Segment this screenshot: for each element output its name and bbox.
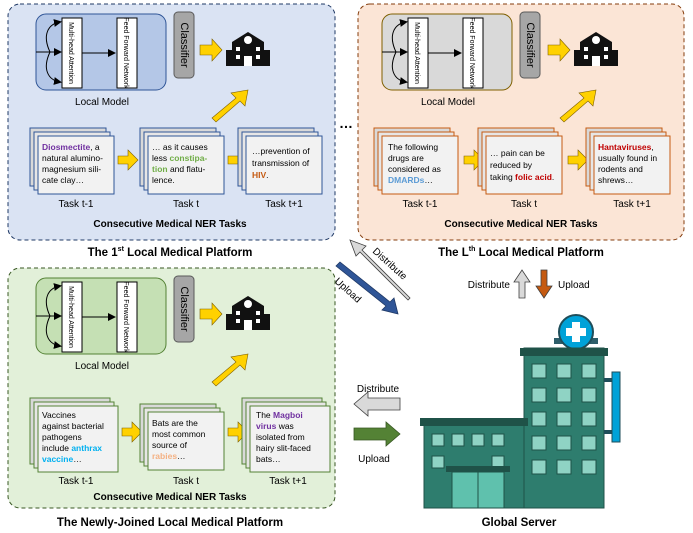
- global-server-icon: [420, 314, 621, 509]
- task-card-front: [245, 135, 323, 195]
- distribute-label: Distribute: [357, 384, 400, 395]
- task-stack-1: Vaccines against bacterial pathogens inc…: [29, 397, 119, 487]
- tasks-caption: Consecutive Medical NER Tasks: [444, 219, 598, 230]
- upload-arrow-diagonal: [335, 261, 399, 315]
- global-server-title: Global Server: [482, 517, 557, 529]
- task-text: … as it causes less constipa- tion and f…: [152, 142, 210, 185]
- arrow-up-to-hospital: [559, 89, 597, 123]
- classifier-label: Classifier: [178, 286, 190, 332]
- task-label: Task t+1: [613, 199, 651, 210]
- task-text: … pain can be reduced by taking folic ac…: [490, 148, 554, 182]
- task-label: Task t-1: [58, 476, 93, 487]
- arrow-up-to-hospital: [211, 353, 249, 387]
- classifier-label: Classifier: [178, 22, 190, 68]
- task-text: Vaccines against bacterial pathogens inc…: [42, 410, 106, 464]
- task-card-front: [485, 135, 563, 195]
- task-stack-2: Bats are the most common source of rabie…: [139, 403, 225, 487]
- classifier-box: [519, 11, 541, 79]
- task-stack-3: …prevention of transmission of HIV. Task…: [237, 127, 323, 210]
- arrow-to-hospital: [199, 302, 223, 326]
- distribute-label: Distribute: [468, 280, 511, 291]
- task-label: Task t-1: [58, 199, 93, 210]
- task-text: Bats are the most common source of rabie…: [152, 418, 208, 461]
- arrow-to-hospital: [547, 38, 571, 62]
- platform-L: Multi-head Attention Feed Forward Networ…: [357, 3, 685, 241]
- upload-label: Upload: [358, 454, 390, 465]
- task-label: Task t: [511, 199, 537, 210]
- ffn-label: Feed Forward Network: [122, 17, 129, 89]
- attention-label: Multi-head Attention: [413, 22, 420, 84]
- ffn-box: [116, 281, 138, 353]
- ffn-box: [462, 17, 484, 89]
- task-label: Task t+1: [269, 476, 307, 487]
- platform-1: Multi-head Attention Feed Forward Networ…: [7, 3, 336, 241]
- task-card-front: [381, 135, 459, 195]
- task-label: Task t-1: [402, 199, 437, 210]
- attention-label: Multi-head Attention: [67, 22, 74, 84]
- arrow-up-to-hospital: [211, 89, 249, 123]
- distribute-arrow-diagonal: [349, 239, 411, 301]
- local-model-label: Local Model: [75, 361, 129, 372]
- diagonal-arrows: Distribute Upload: [332, 239, 411, 315]
- upload-arrow-down: [535, 269, 553, 299]
- task-card-front: [593, 135, 671, 195]
- classifier-box: [173, 11, 195, 79]
- classifier-box: [173, 275, 195, 343]
- upload-label: Upload: [558, 280, 590, 291]
- task-stack-3: The Magboi virus was isolated from hairy…: [241, 397, 331, 487]
- hospital-icon: [226, 296, 270, 330]
- platform-L-title: The Lth Local Medical Platform: [438, 246, 604, 259]
- server-to-platform-L-arrows: Distribute Upload: [468, 269, 590, 299]
- task-stack-1: The following drugs are considered as DM…: [373, 127, 459, 210]
- hospital-icon: [226, 32, 270, 66]
- classifier-label: Classifier: [524, 22, 536, 68]
- task-stack-2: … pain can be reduced by taking folic ac…: [477, 127, 563, 210]
- task-stack-2: … as it causes less constipa- tion and f…: [139, 127, 225, 210]
- task-card-front: [37, 135, 115, 195]
- local-model-L: Multi-head Attention Feed Forward Networ…: [381, 11, 618, 123]
- task-text: The Magboi virus was isolated from hairy…: [256, 410, 313, 464]
- platform-new: Multi-head Attention Feed Forward Networ…: [7, 267, 336, 509]
- task-text: The following drugs are considered as DM…: [388, 142, 443, 185]
- task-stack-1: Diosmectite, a natural alumino- magnesiu…: [29, 127, 115, 210]
- distribute-arrow-left: [353, 391, 401, 417]
- task-stack-3: Hantaviruses, usually found in rodents a…: [585, 127, 671, 210]
- arrow-to-hospital: [199, 38, 223, 62]
- task-card-front: [249, 405, 331, 473]
- local-model-label: Local Model: [421, 97, 475, 108]
- distribute-arrow-up: [513, 269, 531, 299]
- hospital-icon: [574, 32, 618, 66]
- task-label: Task t: [173, 199, 199, 210]
- task-card-front: [147, 411, 225, 471]
- task-label: Task t+1: [265, 199, 303, 210]
- platform-1-title: The 1st Local Medical Platform: [88, 246, 253, 259]
- ffn-label: Feed Forward Network: [468, 17, 475, 89]
- attention-label: Multi-head Attention: [67, 286, 74, 348]
- local-model-1: Multi-head Attention Feed Forward Networ…: [35, 11, 270, 123]
- server-to-new-platform-arrows: Distribute Upload: [353, 384, 401, 465]
- upload-arrow-right: [353, 421, 401, 447]
- task-text: Diosmectite, a natural alumino- magnesiu…: [42, 142, 105, 185]
- ellipsis: …: [339, 115, 353, 131]
- platform-new-title: The Newly-Joined Local Medical Platform: [57, 517, 283, 529]
- local-model-new: Multi-head Attention Feed Forward Networ…: [35, 275, 270, 387]
- ffn-label: Feed Forward Network: [122, 281, 129, 353]
- ffn-box: [116, 17, 138, 89]
- tasks-caption: Consecutive Medical NER Tasks: [93, 219, 247, 230]
- tasks-caption: Consecutive Medical NER Tasks: [93, 492, 247, 503]
- tower-windows: [531, 363, 597, 475]
- task-card-front: [147, 135, 225, 195]
- task-card-front: [37, 405, 119, 473]
- task-label: Task t: [173, 476, 199, 487]
- local-model-label: Local Model: [75, 97, 129, 108]
- task-text: …prevention of transmission of HIV.: [252, 146, 312, 180]
- task-text: Hantaviruses, usually found in rodents a…: [598, 142, 659, 185]
